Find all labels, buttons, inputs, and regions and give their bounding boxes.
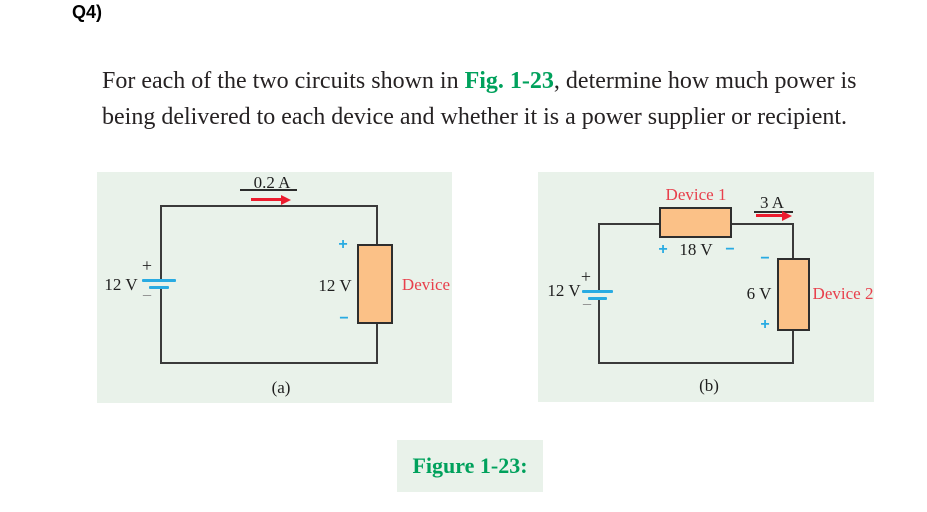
device1-name-label: Device 1: [665, 185, 727, 204]
battery-short-plate-icon: [588, 297, 607, 300]
source-minus-sign: −: [141, 285, 153, 306]
battery-long-plate-icon: [582, 290, 613, 293]
device1-minus-sign: −: [725, 241, 735, 258]
device-plus-sign: +: [338, 236, 348, 253]
circuit-a-panel: 0.2 A 12 V + − + − 12 V Device (a): [97, 172, 452, 403]
device1-voltage-label: 18 V: [679, 240, 713, 259]
device1-plus-sign: +: [658, 241, 668, 258]
wire-left-upper: [160, 205, 162, 279]
wire-bottom: [160, 362, 378, 364]
figure-reference-link[interactable]: Fig. 1-23: [464, 68, 554, 94]
subfigure-a-label: (a): [271, 378, 291, 397]
current-label: 0.2 A: [253, 173, 291, 192]
source-minus-sign: −: [581, 294, 593, 315]
current-label: 3 A: [759, 193, 785, 212]
question-text-after: , determine how much power is being deli…: [102, 68, 857, 130]
battery-long-plate-icon: [142, 279, 176, 282]
current-arrow-icon: [251, 198, 281, 201]
battery-icon: [142, 279, 176, 289]
question-paragraph: For each of the two circuits shown in Fi…: [102, 64, 880, 135]
source-voltage-label: 12 V: [547, 281, 581, 300]
wire-left-lower: [160, 289, 162, 364]
device-box: [357, 244, 393, 324]
question-number: Q4): [72, 2, 103, 22]
device2-box: [777, 258, 810, 331]
question-text-before: For each of the two circuits shown in: [102, 68, 465, 94]
battery-icon: [582, 290, 613, 300]
wire-left-upper: [598, 223, 600, 290]
device2-minus-sign: −: [760, 250, 770, 267]
current-underline: [240, 189, 297, 191]
wire-left-lower: [598, 299, 600, 364]
source-plus-sign: +: [580, 266, 592, 287]
device1-box: [659, 207, 732, 238]
current-arrow-icon: [756, 214, 782, 217]
device-name-label: Device: [401, 275, 451, 294]
device2-name-label: Device 2: [812, 284, 874, 303]
source-voltage-label: 12 V: [104, 275, 138, 294]
device2-voltage-label: 6 V: [746, 284, 772, 303]
device-voltage-label: 12 V: [318, 276, 352, 295]
battery-short-plate-icon: [149, 286, 169, 289]
figure-caption: Figure 1-23:: [397, 440, 543, 492]
subfigure-b-label: (b): [699, 376, 719, 395]
wire-bottom: [598, 362, 794, 364]
source-plus-sign: +: [141, 255, 153, 276]
device-minus-sign: −: [339, 310, 349, 327]
device2-plus-sign: +: [760, 316, 770, 333]
wire-top: [160, 205, 378, 207]
circuit-b-panel: Device 1 + 18 V − 3 A − 6 V + Device 2 1…: [538, 172, 874, 402]
current-underline: [754, 211, 793, 213]
